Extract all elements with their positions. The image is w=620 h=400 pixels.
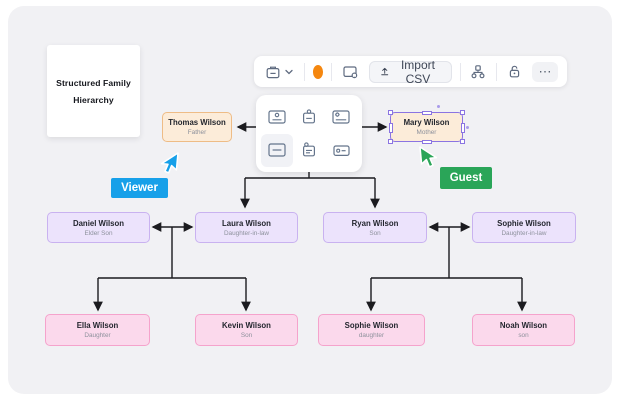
node-role: daughter bbox=[358, 332, 385, 339]
node-role: Elder Son bbox=[84, 229, 113, 237]
toolbar-divider bbox=[496, 62, 498, 81]
toolbar: Import CSV ⋯ bbox=[254, 56, 567, 87]
node-role: Son bbox=[369, 229, 381, 237]
selection-dot bbox=[437, 105, 440, 108]
viewer-cursor-icon bbox=[160, 152, 179, 174]
node-settings-icon bbox=[343, 65, 358, 78]
selection-handle[interactable] bbox=[388, 139, 393, 144]
node-name: Thomas Wilson bbox=[168, 118, 226, 127]
selection-handle[interactable] bbox=[388, 123, 393, 133]
node-name: Mary Wilson bbox=[403, 118, 450, 127]
toolbar-divider bbox=[304, 62, 305, 81]
node-palette bbox=[256, 95, 362, 172]
org-chart-button[interactable] bbox=[468, 62, 488, 82]
node-role: Daughter-in-law bbox=[223, 229, 270, 237]
node-role: Mother bbox=[416, 129, 437, 136]
viewer-presence-label: Viewer bbox=[111, 178, 168, 198]
archive-box-button[interactable] bbox=[263, 62, 296, 82]
archive-box-icon bbox=[266, 66, 280, 78]
node-role: son bbox=[518, 332, 529, 339]
org-chart-icon bbox=[471, 64, 485, 78]
palette-item-card-line[interactable] bbox=[261, 133, 293, 167]
node-name: Ella Wilson bbox=[76, 321, 119, 330]
palette-item-card-avatar[interactable] bbox=[261, 100, 293, 134]
node-ryan-wilson[interactable]: Ryan Wilson Son bbox=[323, 212, 427, 243]
node-role: Son bbox=[240, 332, 253, 339]
node-name: Kevin Wilson bbox=[222, 321, 271, 330]
title-line-2: Hierarchy bbox=[73, 94, 114, 105]
card-avatar-icon bbox=[268, 110, 286, 124]
palette-item-card-gear[interactable] bbox=[325, 100, 357, 134]
node-name: Laura Wilson bbox=[222, 218, 271, 228]
node-name: Ryan Wilson bbox=[351, 218, 399, 228]
card-line-icon bbox=[268, 143, 286, 157]
node-sophie-wilson-daughter[interactable]: Sophie Wilson daughter bbox=[318, 314, 425, 346]
selection-handle[interactable] bbox=[422, 110, 432, 115]
lock-button[interactable] bbox=[505, 62, 524, 81]
palette-item-badge-lines[interactable] bbox=[293, 134, 325, 168]
node-sophie-wilson-dil[interactable]: Sophie Wilson Daughter-in-law bbox=[472, 212, 576, 243]
node-mary-wilson[interactable]: Mary Wilson Mother bbox=[388, 105, 469, 144]
node-name: Sophie Wilson bbox=[344, 321, 399, 330]
import-csv-label: Import CSV bbox=[400, 57, 435, 86]
node-ella-wilson[interactable]: Ella Wilson Daughter bbox=[45, 314, 150, 346]
title-line-1: Structured Family bbox=[56, 77, 131, 88]
node-role: Daughter bbox=[84, 332, 111, 339]
node-role: Daughter-in-law bbox=[501, 229, 547, 237]
card-toggle-icon bbox=[332, 145, 350, 156]
selection-handle[interactable] bbox=[460, 123, 465, 133]
chevron-down-icon bbox=[285, 69, 293, 74]
guest-cursor-icon bbox=[419, 146, 438, 168]
selection-dot bbox=[466, 126, 469, 129]
badge-icon bbox=[302, 109, 316, 124]
node-thomas-wilson[interactable]: Thomas Wilson Father bbox=[162, 112, 232, 142]
palette-item-card-toggle[interactable] bbox=[325, 134, 357, 168]
node-role: Father bbox=[187, 129, 207, 136]
selection-handle[interactable] bbox=[460, 139, 465, 144]
node-kevin-wilson[interactable]: Kevin Wilson Son bbox=[195, 314, 298, 346]
diagram-title-card[interactable]: Structured Family Hierarchy bbox=[47, 45, 140, 137]
card-gear-icon bbox=[332, 110, 350, 124]
node-name: Noah Wilson bbox=[499, 321, 548, 330]
toolbar-divider bbox=[459, 62, 461, 81]
selection-handle[interactable] bbox=[460, 110, 465, 115]
selection-handle[interactable] bbox=[388, 110, 393, 115]
node-laura-wilson[interactable]: Laura Wilson Daughter-in-law bbox=[195, 212, 298, 243]
palette-item-badge[interactable] bbox=[293, 100, 325, 134]
node-noah-wilson[interactable]: Noah Wilson son bbox=[472, 314, 575, 346]
toolbar-divider bbox=[331, 62, 332, 81]
active-status-dot bbox=[312, 64, 324, 79]
node-name: Sophie Wilson bbox=[497, 218, 551, 228]
more-button[interactable]: ⋯ bbox=[532, 61, 559, 82]
import-csv-button[interactable]: Import CSV bbox=[368, 57, 452, 86]
node-daniel-wilson[interactable]: Daniel Wilson Elder Son bbox=[47, 212, 150, 243]
badge-lines-icon bbox=[302, 142, 316, 157]
upload-icon bbox=[381, 67, 389, 76]
node-settings-button[interactable] bbox=[340, 62, 361, 82]
node-name: Daniel Wilson bbox=[72, 218, 125, 228]
lock-icon bbox=[509, 65, 520, 78]
guest-presence-label: Guest bbox=[440, 167, 492, 189]
selection-handle[interactable] bbox=[422, 139, 432, 144]
